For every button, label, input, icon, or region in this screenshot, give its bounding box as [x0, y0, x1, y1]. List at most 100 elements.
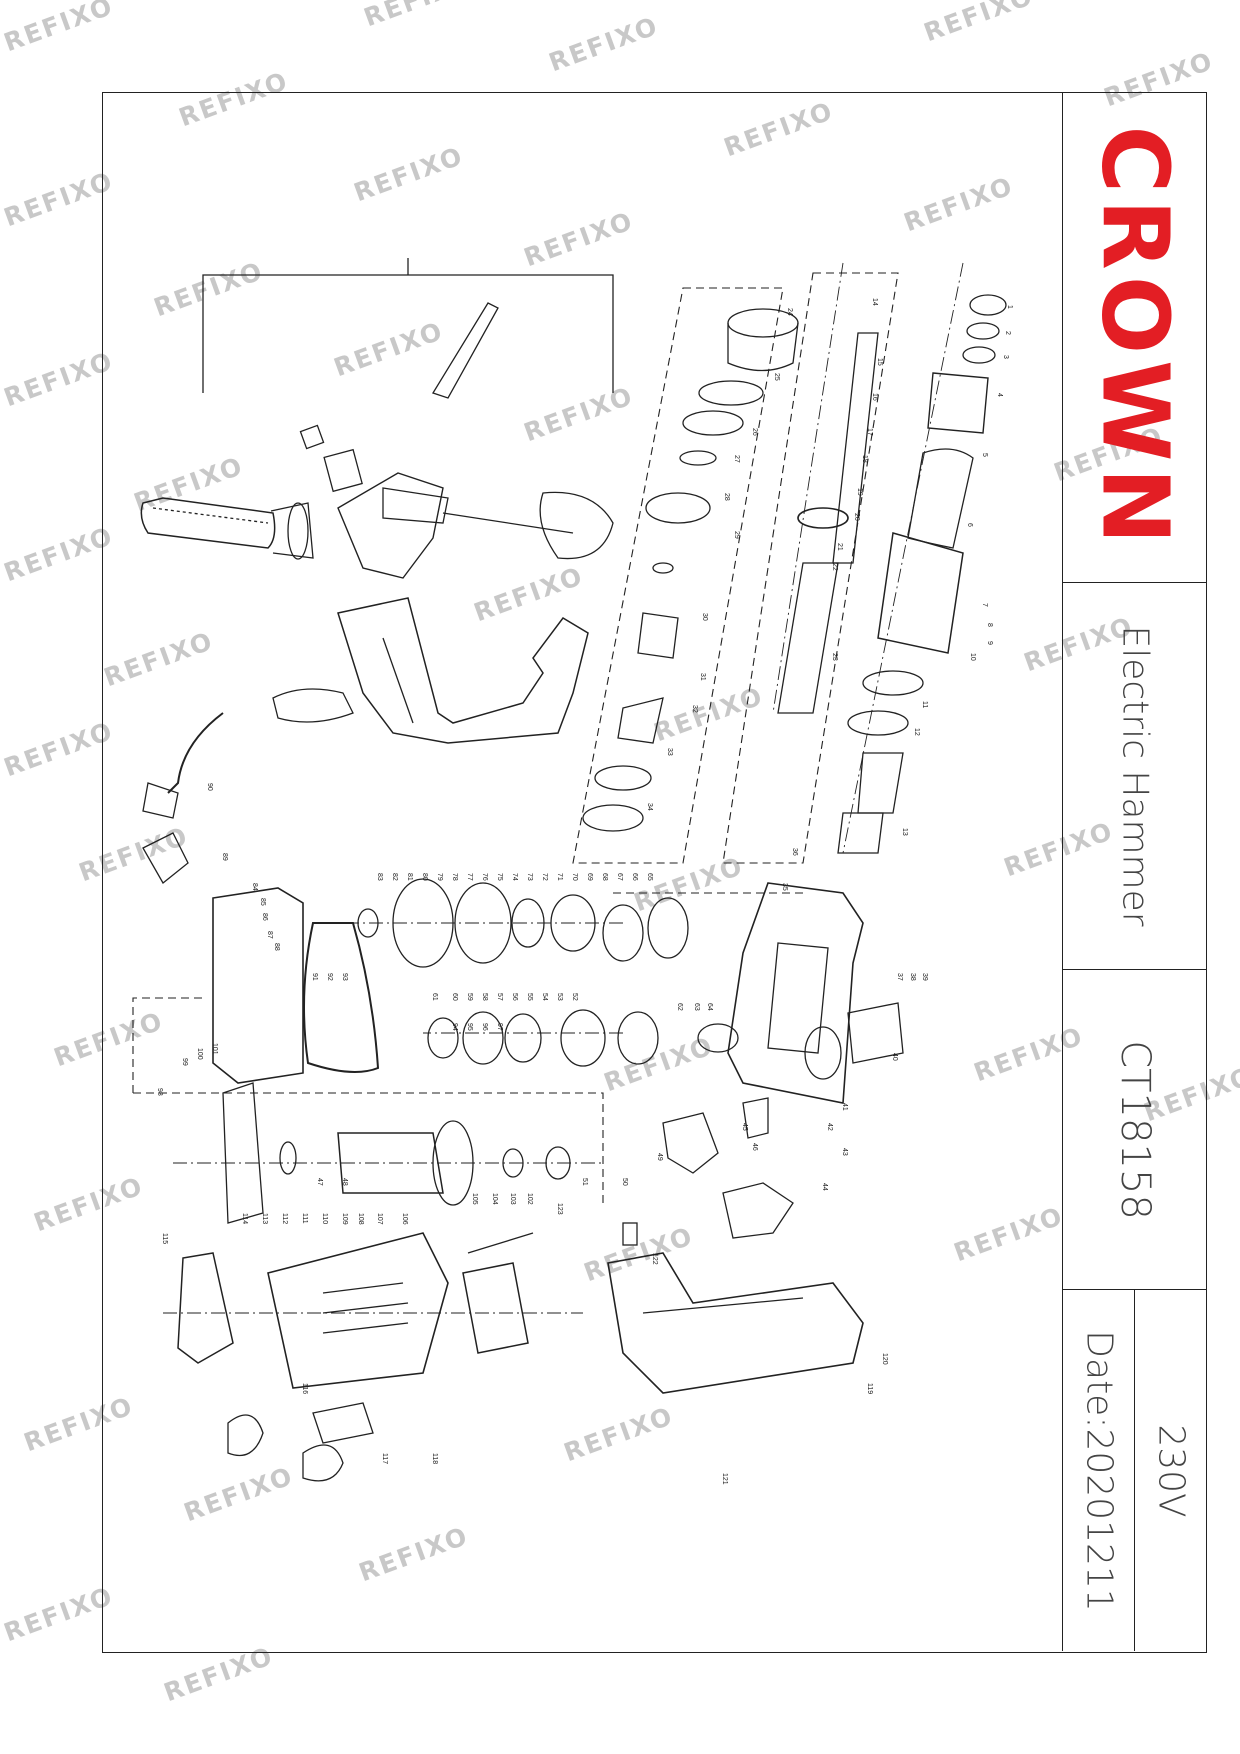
- part-number-label: 114: [241, 1213, 248, 1224]
- part-number-label: 49: [656, 1153, 663, 1161]
- watermark: REFIXO: [0, 345, 118, 413]
- part-number-label: 13: [901, 828, 908, 836]
- part-number-label: 113: [261, 1213, 268, 1224]
- part-number-label: 7: [981, 603, 988, 607]
- voltage: 230V: [1150, 1423, 1191, 1518]
- part-number-label: 36: [791, 848, 798, 856]
- part-number-label: 100: [196, 1048, 203, 1060]
- part-number-label: 15: [876, 358, 883, 366]
- part-number-label: 106: [401, 1213, 408, 1225]
- part-number-label: 38: [909, 973, 916, 981]
- part-number-label: 39: [921, 973, 928, 981]
- part-number-label: 30: [701, 613, 708, 621]
- part-number-label: 91: [311, 973, 318, 981]
- part-number-label: 19: [856, 488, 863, 496]
- gear-housing-assembly: [142, 832, 904, 1104]
- part-number-label: 74: [511, 873, 518, 881]
- part-number-label: 62: [676, 1003, 683, 1011]
- watermark: REFIXO: [0, 165, 118, 233]
- part-number-label: 99: [181, 1058, 188, 1066]
- part-number-label: 28: [723, 493, 730, 501]
- part-number-label: 110: [321, 1213, 328, 1224]
- part-number-label: 24: [786, 308, 793, 316]
- part-number-label: 65: [646, 873, 653, 881]
- part-number-label: 43: [841, 1148, 848, 1156]
- part-number-label: 89: [221, 853, 228, 861]
- part-number-label: 25: [773, 373, 780, 381]
- part-number-label: 75: [496, 873, 503, 881]
- watermark: REFIXO: [920, 0, 1038, 48]
- part-number-label: 115: [161, 1233, 168, 1244]
- part-number-label: 42: [826, 1123, 833, 1131]
- part-number-label: 94: [451, 1023, 458, 1031]
- part-number-label: 56: [511, 993, 518, 1001]
- part-number-label: 37: [896, 973, 903, 981]
- part-number-label: 90: [206, 783, 213, 791]
- part-number-label: 18: [861, 455, 868, 463]
- part-number-label: 92: [326, 973, 333, 981]
- lower-housing: [607, 1097, 864, 1394]
- watermark: REFIXO: [360, 0, 477, 32]
- part-number-label: 9: [986, 641, 993, 645]
- part-number-label: 102: [526, 1193, 533, 1205]
- part-number-label: 119: [866, 1383, 873, 1394]
- assembly-axes: [163, 262, 964, 1314]
- watermark: REFIXO: [545, 10, 663, 78]
- part-number-label: 86: [261, 913, 268, 921]
- part-label-layer: 1234567891011121314151617181920212223242…: [156, 298, 1013, 1485]
- part-number-label: 82: [391, 873, 398, 881]
- part-number-label: 57: [496, 993, 503, 1001]
- part-number-label: 93: [341, 973, 348, 981]
- part-number-label: 83: [376, 873, 383, 881]
- date-voltage-cell: Date:20201211 230V: [1063, 1290, 1206, 1651]
- brand-logo: CROWN: [1081, 124, 1188, 551]
- part-number-label: 47: [316, 1178, 323, 1186]
- part-number-label: 35: [781, 883, 788, 891]
- part-number-label: 41: [841, 1103, 848, 1111]
- part-number-label: 44: [821, 1183, 828, 1191]
- part-number-label: 61: [431, 993, 438, 1001]
- part-number-label: 1: [1006, 305, 1013, 309]
- part-number-label: 8: [986, 623, 993, 627]
- part-number-label: 3: [1002, 355, 1009, 359]
- part-number-label: 71: [556, 873, 563, 881]
- part-number-label: 105: [471, 1193, 478, 1205]
- part-number-label: 109: [341, 1213, 348, 1225]
- part-number-label: 29: [733, 531, 740, 539]
- main-handle: [142, 597, 589, 819]
- part-number-label: 20: [853, 513, 860, 521]
- part-number-label: 87: [266, 931, 273, 939]
- title-block: CROWN Electric Hammer CT18158 Date:20201…: [1062, 93, 1206, 1651]
- part-number-label: 95: [466, 1023, 473, 1031]
- part-number-label: 64: [706, 1003, 713, 1011]
- exploded-view-drawing: 1234567891011121314151617181920212223242…: [132, 258, 1013, 1485]
- part-number-label: 121: [721, 1473, 728, 1485]
- part-number-label: 21: [836, 543, 843, 551]
- part-number-label: 51: [581, 1178, 588, 1186]
- part-number-label: 4: [996, 393, 1003, 397]
- part-number-label: 60: [451, 993, 458, 1001]
- part-number-label: 122: [651, 1253, 658, 1265]
- part-number-label: 58: [481, 993, 488, 1001]
- part-number-label: 69: [586, 873, 593, 881]
- part-number-label: 96: [481, 1023, 488, 1031]
- part-number-label: 85: [259, 898, 266, 906]
- part-number-label: 118: [431, 1453, 438, 1464]
- part-number-label: 22: [831, 563, 838, 571]
- part-number-label: 77: [466, 873, 473, 881]
- model-cell: CT18158: [1063, 970, 1206, 1290]
- watermark: REFIXO: [0, 0, 118, 58]
- part-number-label: 120: [881, 1353, 888, 1365]
- part-number-label: 50: [621, 1178, 628, 1186]
- part-number-label: 54: [541, 993, 548, 1001]
- side-handle-assembly: [140, 302, 614, 579]
- part-number-label: 67: [616, 873, 623, 881]
- part-number-label: 104: [491, 1193, 498, 1205]
- part-number-label: 6: [966, 523, 973, 527]
- part-number-label: 12: [913, 728, 920, 736]
- part-number-label: 103: [509, 1193, 516, 1205]
- part-number-label: 63: [693, 1003, 700, 1011]
- part-number-label: 17: [866, 428, 873, 436]
- watermark: REFIXO: [0, 715, 118, 783]
